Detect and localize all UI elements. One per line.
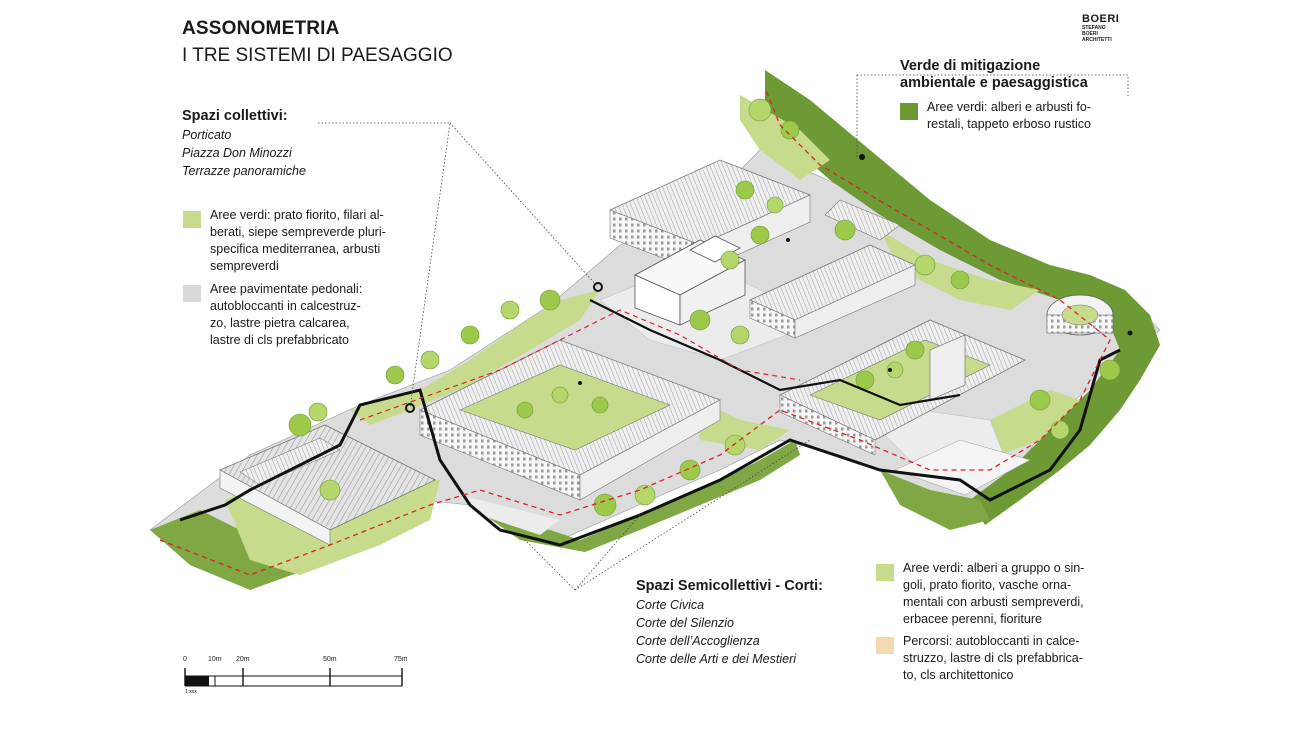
legend-line: sempreverdi <box>210 259 279 273</box>
logo-line: STEFANO <box>1082 25 1106 31</box>
scale-label: 0 <box>183 656 187 663</box>
mitigation-heading-line: Verde di mitigazione <box>900 58 1041 74</box>
legend-line: Aree verdi: alberi a gruppo o sin- <box>903 561 1085 575</box>
legend-line: Aree verdi: alberi e arbusti fo- <box>927 100 1091 114</box>
legend-line: lastre di cls prefabbricato <box>210 333 349 347</box>
legend-line: restali, tappeto erboso rustico <box>927 117 1091 131</box>
mitigation-heading-line: ambientale e paesaggistica <box>900 75 1088 91</box>
semicollective-heading: Spazi Semicollettivi - Corti: <box>636 578 823 594</box>
legend-collective-green: Aree verdi: prato fiorito, filari al- be… <box>210 207 386 275</box>
scale-label: 75m <box>394 656 408 663</box>
collective-item: Terrazze panoramiche <box>182 164 306 178</box>
scale-label: 10m <box>208 656 222 663</box>
collective-heading: Spazi collettivi: <box>182 108 288 124</box>
trees <box>288 98 1121 517</box>
legend-line: erbacee perenni, fioriture <box>903 612 1042 626</box>
legend-semicollective-green: Aree verdi: alberi a gruppo o sin- goli,… <box>903 560 1084 628</box>
legend-line: mentali con arbusti sempreverdi, <box>903 595 1084 609</box>
legend-line: to, cls architettonico <box>903 668 1014 682</box>
legend-semicollective-paths: Percorsi: autobloccanti in calce- struzz… <box>903 633 1083 684</box>
inner-course-line <box>589 299 961 407</box>
red-dashed-path-inner <box>359 309 801 421</box>
mitigation-heading: Verde di mitigazione ambientale e paesag… <box>900 58 1088 92</box>
legend-line: zo, lastre pietra calcarea, <box>210 316 350 330</box>
legend-swatch-light-green <box>876 564 894 581</box>
collective-item: Porticato <box>182 128 232 142</box>
semicollective-item: Corte dell’Accoglienza <box>636 634 760 648</box>
legend-swatch-paving-grey <box>183 285 201 302</box>
collective-item: Piazza Don Minozzi <box>182 146 292 160</box>
legend-swatch-forest-green <box>900 103 918 120</box>
legend-line: struzzo, lastre di cls prefabbrica- <box>903 651 1083 665</box>
scale-bar <box>184 668 403 687</box>
legend-line: Aree verdi: prato fiorito, filari al- <box>210 208 384 222</box>
scale-label: 20m <box>236 656 250 663</box>
red-dashed-path <box>159 87 1111 576</box>
legend-collective-paving: Aree pavimentate pedonali: autobloccanti… <box>210 281 362 349</box>
scale-note: 1:xxx <box>185 689 197 695</box>
legend-line: berati, siepe sempreverde pluri- <box>210 225 386 239</box>
perimeter-line <box>179 348 1121 547</box>
legend-line: autobloccanti in calcestruz- <box>210 299 361 313</box>
semicollective-item: Corte del Silenzio <box>636 616 734 630</box>
scale-label: 50m <box>323 656 337 663</box>
legend-line: Percorsi: autobloccanti in calce- <box>903 634 1080 648</box>
legend-line: specifica mediterranea, arbusti <box>210 242 381 256</box>
semicollective-items: Corte Civica Corte del Silenzio Corte de… <box>636 596 796 668</box>
logo-line: BOERI <box>1082 31 1098 37</box>
leader-lines <box>318 74 1129 591</box>
semicollective-item: Corte delle Arti e dei Mestieri <box>636 652 797 666</box>
legend-line: Aree pavimentate pedonali: <box>210 282 363 296</box>
legend-line: goli, prato fiorito, vasche orna- <box>903 578 1072 592</box>
page-title: ASSONOMETRIA <box>182 18 340 39</box>
legend-mitigation-green: Aree verdi: alberi e arbusti fo- restali… <box>927 99 1091 133</box>
location-markers <box>405 154 1133 413</box>
buildings <box>219 159 1114 546</box>
logo-line: ARCHITETTI <box>1082 37 1112 43</box>
page-subtitle: I TRE SISTEMI DI PAESAGGIO <box>182 45 453 66</box>
legend-swatch-light-green <box>183 211 201 228</box>
firm-logo: BOERI STEFANO BOERI ARCHITETTI <box>1082 14 1122 44</box>
logo-name: BOERI <box>1082 13 1120 25</box>
collective-items: Porticato Piazza Don Minozzi Terrazze pa… <box>182 126 306 180</box>
semicollective-item: Corte Civica <box>636 598 705 612</box>
legend-swatch-path-beige <box>876 637 894 654</box>
